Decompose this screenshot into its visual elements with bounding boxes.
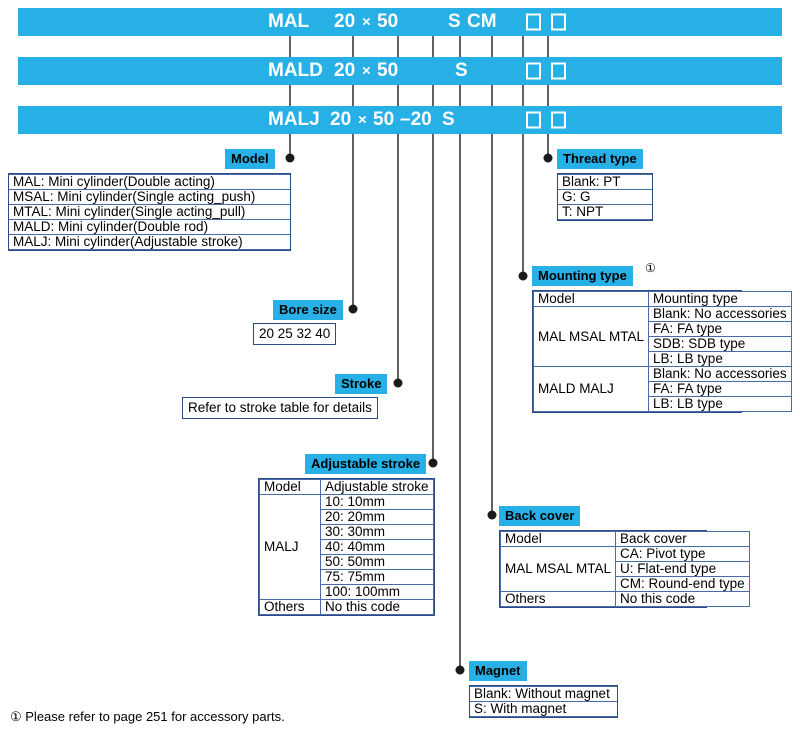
chip-back-cover: Back cover <box>499 506 581 526</box>
chip-bore-size: Bore size <box>273 300 343 320</box>
chip-mounting-type: Mounting type <box>532 266 633 286</box>
code-bar-mal: MAL 20 × 50 S CM <box>18 8 782 36</box>
table-header-cell: Adjustable stroke <box>320 479 434 495</box>
footnote-accessory-parts: ① Please refer to page 251 for accessory… <box>10 709 285 724</box>
chip-stroke: Stroke <box>335 374 388 394</box>
table-row: MSAL: Mini cylinder(Single acting_push) <box>9 189 290 205</box>
code-placeholder-square-mounting-malj <box>526 111 541 129</box>
code-text-malj-times: × <box>358 111 367 129</box>
table-row-group-label: Others <box>259 599 321 615</box>
table-row: MAL: Mini cylinder(Double acting) <box>9 174 290 190</box>
table-row: 100: 100mm <box>320 584 434 600</box>
table-adjustable-stroke: Model Adjustable stroke MALJ 10: 10mm 20… <box>258 478 435 616</box>
table-row-group-label: MALD MALJ <box>532 366 650 412</box>
code-text-malj-magnet: S <box>442 109 455 130</box>
code-text-mald-bore: 20 <box>334 60 356 81</box>
table-row-group-label: MAL MSAL MTAL <box>532 306 650 367</box>
code-text-mald-times: × <box>362 62 371 80</box>
table-thread-type: Blank: PT G: G T: NPT <box>557 173 653 221</box>
code-text-malj-stroke: 50 <box>373 109 395 130</box>
table-row: Blank: Without magnet <box>470 686 617 702</box>
table-header-cell: Model <box>499 531 617 547</box>
code-placeholder-square-mounting <box>526 13 541 31</box>
table-mounting-type: Model Mounting type MAL MSAL MTAL Blank:… <box>532 290 792 413</box>
table-row: SDB: SDB type <box>648 336 792 352</box>
table-row: No this code <box>320 599 434 615</box>
chip-magnet: Magnet <box>469 661 527 681</box>
table-row: 30: 30mm <box>320 524 434 540</box>
code-text-mal-model: MAL <box>268 11 310 32</box>
table-row-group-label: MAL MSAL MTAL <box>499 546 617 592</box>
value-bore-size: 20 25 32 40 <box>253 323 337 345</box>
table-row: MALD: Mini cylinder(Double rod) <box>9 219 290 235</box>
code-text-mal-magnet: S <box>448 11 461 32</box>
table-row: Blank: No accessories <box>648 306 792 322</box>
code-placeholder-square-mounting-mald <box>526 62 541 80</box>
code-placeholder-square-thread <box>551 13 566 31</box>
table-row: No this code <box>615 591 750 607</box>
table-row-group-label: MALJ <box>259 494 321 600</box>
note-marker-mounting-type: ① <box>645 261 656 275</box>
chip-adjustable-stroke: Adjustable stroke <box>305 454 427 474</box>
table-row-group-label: Others <box>499 591 617 607</box>
chip-model: Model <box>225 149 275 169</box>
table-row: 75: 75mm <box>320 569 434 585</box>
table-row: G: G <box>558 189 652 205</box>
table-row: FA: FA type <box>648 321 792 337</box>
code-text-mal-bore: 20 <box>334 11 356 32</box>
table-row: 20: 20mm <box>320 509 434 525</box>
table-header-cell: Mounting type <box>648 291 792 307</box>
table-row: T: NPT <box>558 204 652 220</box>
table-row: 10: 10mm <box>320 494 434 510</box>
table-row: LB: LB type <box>648 396 792 412</box>
table-row: MTAL: Mini cylinder(Single acting_pull) <box>9 204 290 220</box>
table-magnet: Blank: Without magnet S: With magnet <box>469 685 618 718</box>
table-row: Blank: PT <box>558 174 652 190</box>
code-text-mald-magnet: S <box>455 60 468 81</box>
code-placeholder-square-thread-malj <box>551 111 566 129</box>
chip-thread-type: Thread type <box>557 149 643 169</box>
code-text-mald-stroke: 50 <box>377 60 399 81</box>
table-row: CA: Pivot type <box>615 546 750 562</box>
value-stroke: Refer to stroke table for details <box>182 397 378 419</box>
table-row: 40: 40mm <box>320 539 434 555</box>
table-row: 50: 50mm <box>320 554 434 570</box>
code-placeholder-square-thread-mald <box>551 62 566 80</box>
code-text-mal-stroke: 50 <box>377 11 399 32</box>
table-model: MAL: Mini cylinder(Double acting) MSAL: … <box>8 173 291 251</box>
table-row: U: Flat-end type <box>615 561 750 577</box>
code-text-mald-model: MALD <box>268 60 323 81</box>
code-bar-mald: MALD 20 × 50 S <box>18 57 782 85</box>
table-row: Blank: No accessories <box>648 366 792 382</box>
table-back-cover: Model Back cover MAL MSAL MTAL CA: Pivot… <box>499 530 750 608</box>
table-row: MALJ: Mini cylinder(Adjustable stroke) <box>9 234 290 250</box>
table-header-cell: Back cover <box>615 531 750 547</box>
table-row: FA: FA type <box>648 381 792 397</box>
table-row: LB: LB type <box>648 351 792 367</box>
code-text-malj-model: MALJ <box>268 109 320 130</box>
table-row: CM: Round-end type <box>615 576 750 592</box>
code-text-mal-backcover: CM <box>467 11 497 32</box>
table-row: S: With magnet <box>470 701 617 717</box>
table-header-cell: Model <box>259 479 321 495</box>
code-text-malj-bore: 20 <box>330 109 352 130</box>
table-header-cell: Model <box>532 291 650 307</box>
code-text-mal-times: × <box>362 13 371 31</box>
code-bar-malj: MALJ 20 × 50 –20 S <box>18 106 782 134</box>
code-text-malj-adjstroke: –20 <box>400 109 432 130</box>
